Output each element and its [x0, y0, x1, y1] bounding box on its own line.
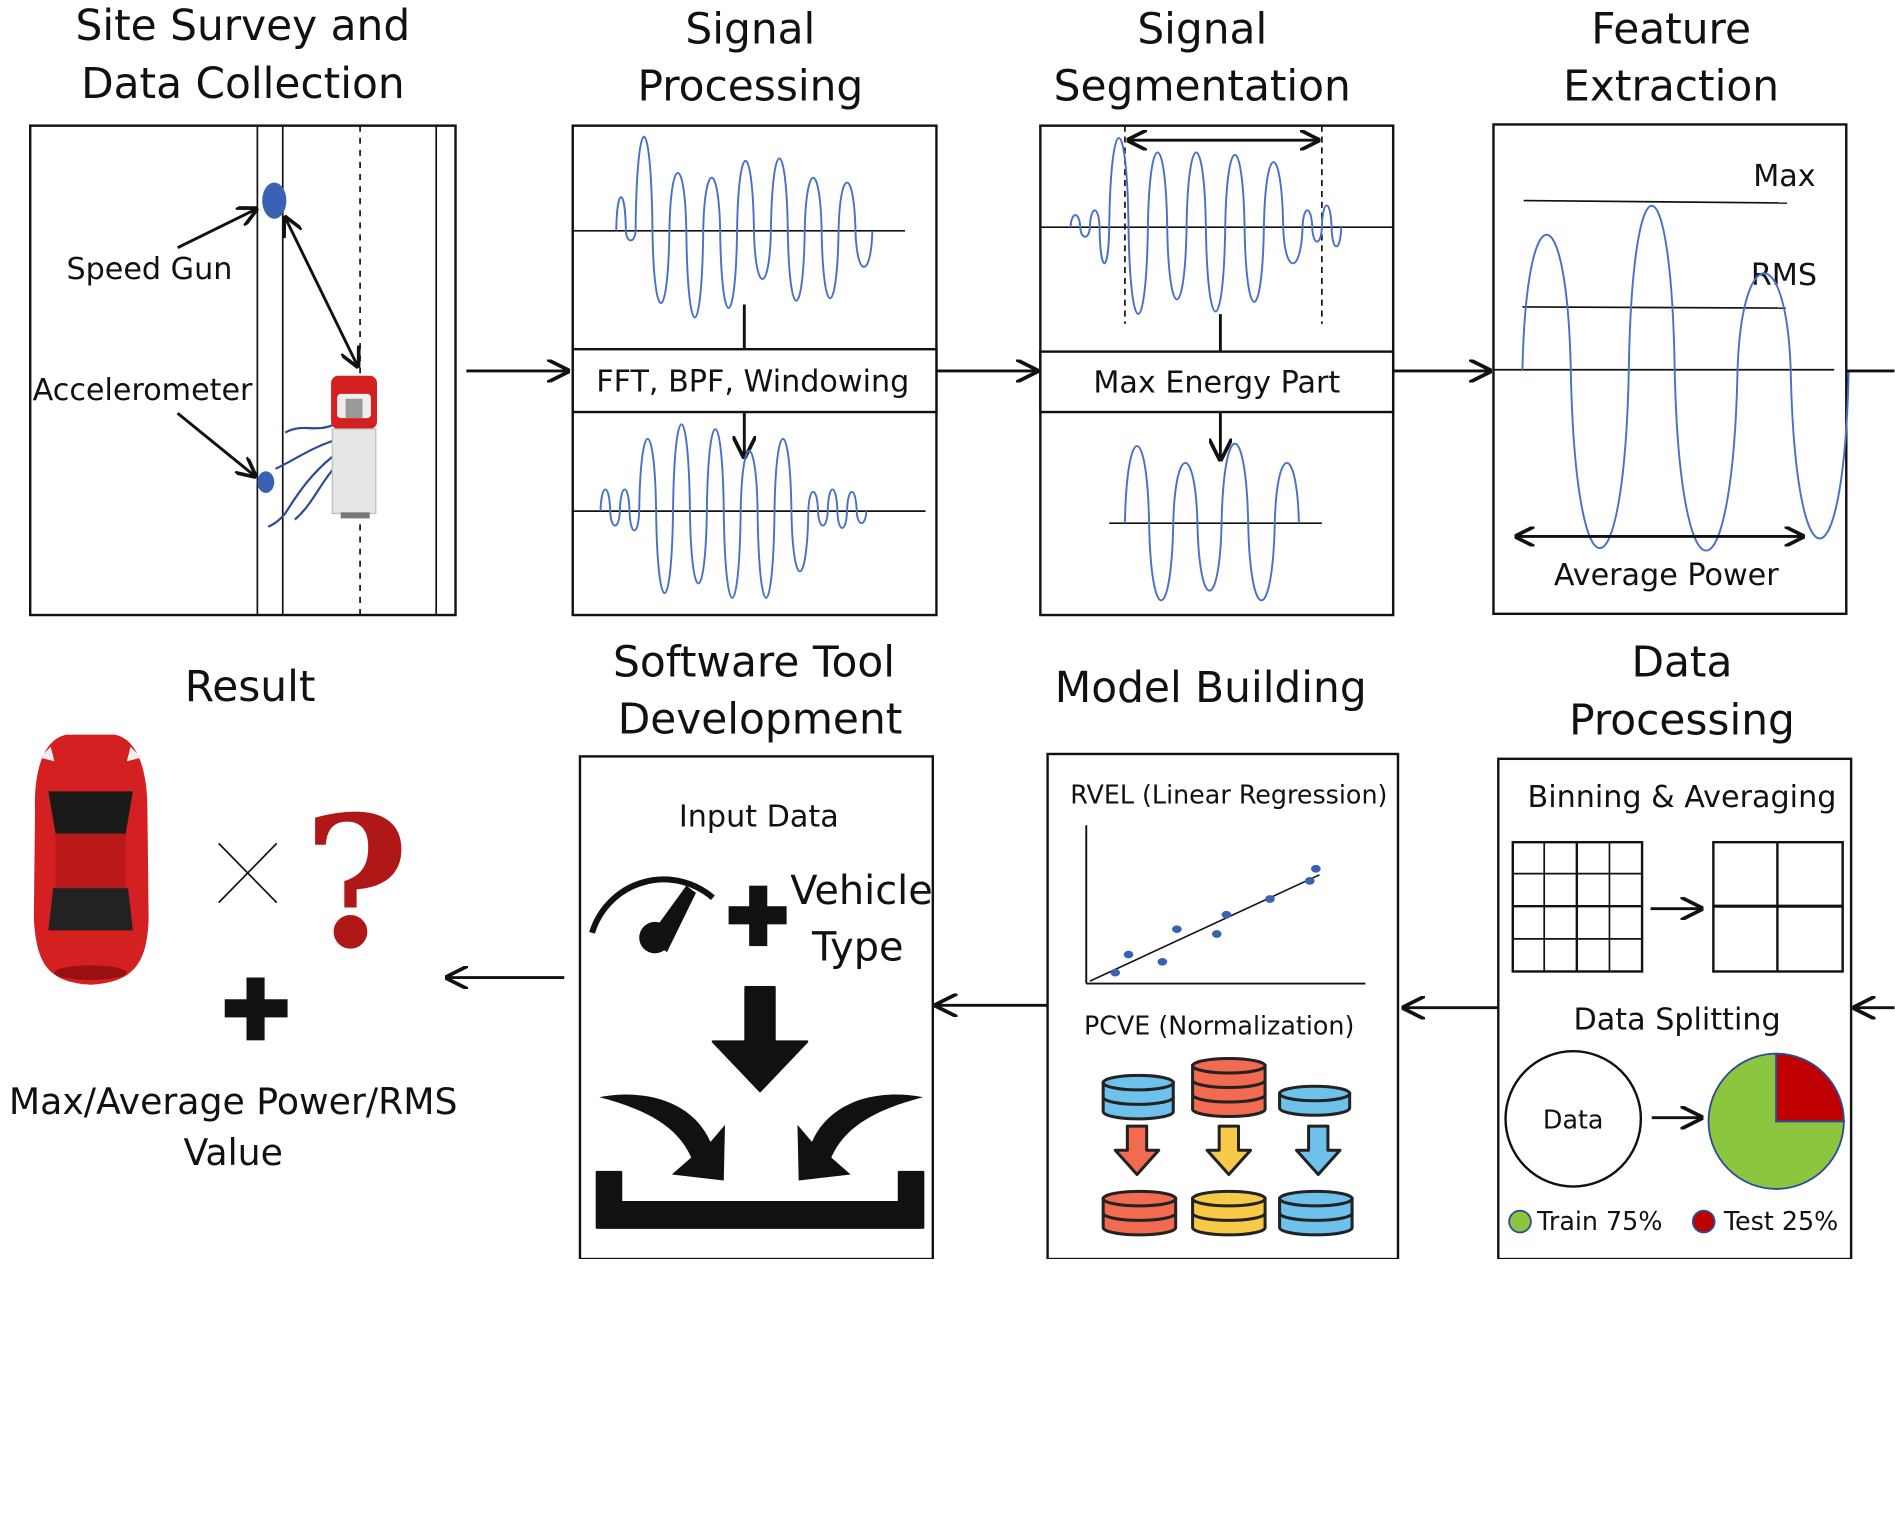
rvel-label: RVEL (Linear Regression)	[1070, 780, 1387, 810]
segmentation-title-line2: Segmentation	[1054, 61, 1351, 110]
database-icon	[1101, 1073, 1175, 1121]
result-value-line2: Value	[183, 1131, 283, 1174]
rms-level-line	[1522, 306, 1786, 309]
data-circle-icon	[1504, 1050, 1643, 1188]
test-legend-label: Test 25%	[1723, 1206, 1838, 1236]
max-energy-box	[1039, 350, 1395, 414]
max-energy-wave	[1123, 442, 1300, 602]
train-legend-label: Train 75%	[1536, 1206, 1662, 1236]
speed-gun-pointer	[176, 209, 257, 250]
accelerometer-pointer	[176, 412, 255, 476]
plus-icon	[224, 977, 288, 1041]
speed-gun-beam	[285, 217, 357, 366]
stage-model-building: Model Building RVEL (Linear Regression) …	[1046, 663, 1400, 1260]
down-arrow-icon	[1113, 1124, 1161, 1176]
model-building-title: Model Building	[1055, 663, 1367, 712]
filtered-signal-wave	[599, 423, 868, 599]
plus-icon	[728, 885, 787, 947]
software-tool-title-line2: Development	[618, 694, 903, 743]
stage-software-tool: Software Tool Development Input Data Veh…	[578, 638, 935, 1260]
car-icon	[33, 734, 149, 985]
feature-extraction-title-line1: Feature	[1591, 4, 1751, 53]
question-mark-icon: ?	[303, 776, 409, 989]
down-arrow-icon	[1205, 1124, 1253, 1176]
max-feature-label: Max	[1753, 159, 1815, 194]
site-survey-title-line2: Data Collection	[81, 59, 405, 108]
database-normalization-icons	[1101, 1056, 1354, 1237]
pie-slice-train	[1707, 1052, 1845, 1190]
pcve-label: PCVE (Normalization)	[1084, 1010, 1354, 1040]
data-processing-title-line2: Processing	[1569, 696, 1795, 745]
result-title: Result	[185, 662, 316, 711]
database-icon	[1191, 1056, 1267, 1118]
max-energy-label: Max Energy Part	[1093, 366, 1340, 401]
database-icon	[1278, 1189, 1354, 1237]
inbox-tray-icon	[595, 1094, 925, 1229]
regression-plot	[1085, 825, 1366, 985]
vehicle-type-line2: Type	[811, 925, 904, 971]
fft-operation-label: FFT, BPF, Windowing	[596, 364, 909, 399]
signal-processing-title-line2: Processing	[637, 61, 863, 110]
data-splitting-label: Data Splitting	[1574, 1002, 1781, 1037]
multiply-icon	[218, 842, 278, 904]
coarse-grid-icon	[1712, 840, 1844, 973]
segmentation-title-line1: Signal	[1137, 4, 1267, 53]
model-building-box	[1046, 752, 1400, 1260]
data-circle-label: Data	[1543, 1105, 1604, 1135]
feature-extraction-title-line2: Extraction	[1563, 61, 1779, 110]
stage-site-survey: Site Survey and Data Collection Speed Gu…	[28, 1, 457, 617]
accelerometer-icon	[257, 471, 275, 493]
stage-signal-segmentation: Signal Segmentation Max Energy Part	[1039, 4, 1395, 617]
result-value-line1: Max/Average Power/RMS	[9, 1080, 458, 1123]
site-survey-title-line1: Site Survey and	[76, 1, 411, 50]
stage-signal-processing: Signal Processing FFT, BPF, Windowing	[571, 4, 938, 617]
down-arrow-icon	[711, 985, 809, 1093]
sensor-cables	[267, 424, 335, 528]
pie-slice-test	[1775, 1052, 1845, 1123]
site-survey-box	[28, 124, 457, 617]
stage-data-processing: Data Processing Binning & Averaging Data…	[1497, 638, 1853, 1260]
vehicle-type-line1: Vehicle	[790, 868, 933, 914]
signal-processing-title-line1: Signal	[685, 4, 815, 53]
database-icon	[1101, 1189, 1178, 1237]
train-legend-dot	[1508, 1209, 1532, 1234]
fine-grid-icon	[1511, 840, 1644, 973]
speedometer-icon	[589, 876, 715, 954]
fft-operation-box	[571, 347, 938, 414]
truck-icon	[331, 375, 377, 519]
max-level-line	[1523, 199, 1788, 204]
down-arrow-icon	[1294, 1124, 1342, 1176]
rms-feature-label: RMS	[1751, 258, 1817, 293]
database-icon	[1278, 1084, 1352, 1117]
raw-signal-wave	[615, 136, 874, 319]
stage-result: Result ? Max/Average Power/RMS Value	[9, 662, 458, 1174]
average-power-label: Average Power	[1554, 558, 1779, 593]
input-data-label: Input Data	[679, 799, 839, 834]
speed-gun-icon	[262, 182, 287, 219]
feature-signal-wave	[1521, 204, 1850, 552]
software-tool-title-line1: Software Tool	[613, 638, 895, 687]
data-processing-title-line1: Data	[1631, 638, 1732, 687]
split-pie-chart	[1707, 1052, 1845, 1190]
segment-signal-wave	[1069, 137, 1343, 315]
speed-gun-label: Speed Gun	[66, 252, 232, 287]
stage-feature-extraction: Feature Extraction Max RMS Average Power	[1492, 4, 1850, 616]
binning-label: Binning & Averaging	[1528, 780, 1837, 815]
database-icon	[1191, 1189, 1267, 1237]
accelerometer-label: Accelerometer	[33, 373, 253, 408]
test-legend-dot	[1691, 1209, 1716, 1234]
